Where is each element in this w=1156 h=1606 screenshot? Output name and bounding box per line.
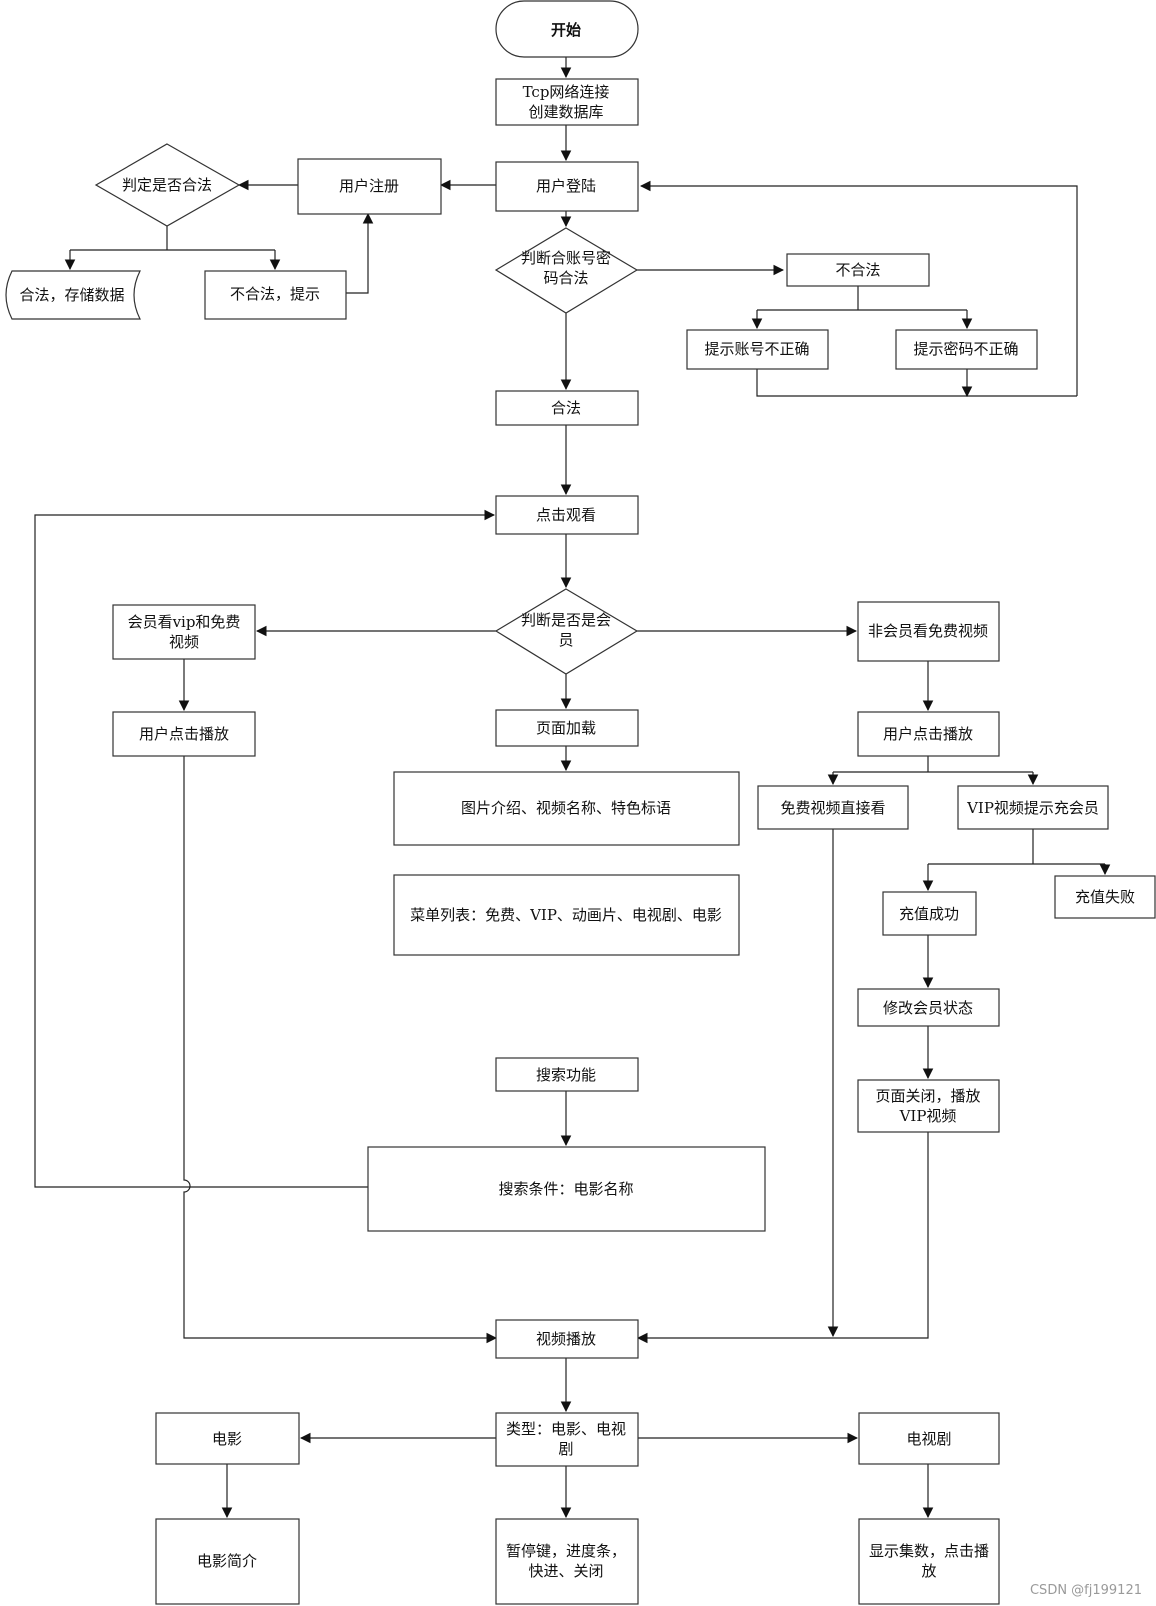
- node-click-watch-label: 点击观看: [536, 506, 596, 524]
- node-member-view-label-2: 视频: [169, 633, 199, 651]
- node-member-play: 用户点击播放: [112, 711, 256, 757]
- node-controls-label-2: 快进、关闭: [528, 1562, 603, 1580]
- node-vip-prompt: VIP视频提示充会员: [957, 785, 1109, 830]
- node-recharge-ok: 充值成功: [882, 891, 977, 936]
- node-movie-intro-label: 电影简介: [197, 1552, 257, 1570]
- node-movie-label: 电影: [212, 1430, 242, 1448]
- node-type-label-1: 类型：电影、电视: [506, 1420, 626, 1438]
- node-legal-label: 合法: [551, 399, 581, 417]
- node-search-label: 搜索功能: [536, 1066, 596, 1084]
- node-tv-episodes-label-2: 放: [921, 1562, 936, 1580]
- node-legal-store: 合法，存储数据: [5, 270, 141, 320]
- edges: [34, 57, 1111, 1519]
- node-page-load-label: 页面加载: [536, 719, 596, 737]
- node-page-info-label: 图片介绍、视频名称、特色标语: [461, 799, 671, 817]
- edge-searchcond-click: [34, 509, 496, 1188]
- node-member-view-label-1: 会员看vip和免费: [128, 613, 241, 631]
- node-nonmember-view: 非会员看免费视频: [857, 601, 1000, 662]
- node-tcp: Tcp网络连接 创建数据库: [495, 78, 639, 126]
- node-nonmember-play-label: 用户点击播放: [883, 725, 973, 743]
- node-tv-episodes: 显示集数，点击播 放: [858, 1518, 1000, 1605]
- node-click-watch: 点击观看: [495, 495, 639, 535]
- node-controls-label-1: 暂停键，进度条，: [506, 1542, 626, 1560]
- node-type-label-2: 剧: [558, 1440, 573, 1458]
- node-recharge-ok-label: 充值成功: [899, 905, 959, 923]
- node-illegal-label: 不合法: [835, 261, 880, 279]
- node-page-load: 页面加载: [495, 709, 639, 747]
- node-member-play-label: 用户点击播放: [139, 725, 229, 743]
- node-controls: 暂停键，进度条， 快进、关闭: [495, 1518, 639, 1605]
- node-menu-list-label: 菜单列表：免费、VIP、动画片、电视剧、电影: [410, 906, 722, 924]
- node-close-play: 页面关闭，播放 VIP视频: [857, 1079, 1000, 1133]
- nodes: 开始 Tcp网络连接 创建数据库 用户登陆 用户注册 判定是否合法 合法，存储数…: [5, 0, 1156, 1605]
- node-recharge-fail: 充值失败: [1054, 875, 1156, 919]
- node-video-play: 视频播放: [495, 1319, 639, 1359]
- node-login: 用户登陆: [495, 161, 639, 212]
- edge-account-bottom: [756, 369, 1077, 397]
- node-search-cond: 搜索条件：电影名称: [367, 1146, 766, 1232]
- edge-tip-register: [346, 212, 374, 294]
- node-account-wrong: 提示账号不正确: [686, 329, 829, 370]
- node-modify-status-label: 修改会员状态: [883, 999, 973, 1017]
- node-recharge-fail-label: 充值失败: [1075, 888, 1135, 906]
- node-menu-list: 菜单列表：免费、VIP、动画片、电视剧、电影: [393, 874, 740, 956]
- node-start-label: 开始: [551, 21, 581, 39]
- node-modify-status: 修改会员状态: [857, 988, 1000, 1027]
- node-vip-prompt-label: VIP视频提示充会员: [966, 799, 1099, 817]
- node-search-cond-label: 搜索条件：电影名称: [498, 1180, 633, 1198]
- node-legal-store-label: 合法，存储数据: [19, 286, 124, 304]
- edge-loop-login: [639, 180, 1078, 396]
- node-tv-label: 电视剧: [906, 1430, 951, 1448]
- node-judge-account-label-1: 判断合账号密: [521, 249, 611, 267]
- node-password-wrong: 提示密码不正确: [895, 329, 1038, 370]
- node-video-play-label: 视频播放: [536, 1330, 596, 1348]
- node-start: 开始: [495, 0, 639, 58]
- node-free-watch-label: 免费视频直接看: [780, 799, 885, 817]
- node-illegal-tip-label: 不合法，提示: [230, 285, 320, 303]
- node-password-wrong-label: 提示密码不正确: [913, 340, 1018, 358]
- node-login-label: 用户登陆: [536, 177, 596, 195]
- node-judge-legal: 判定是否合法: [94, 143, 241, 227]
- node-illegal: 不合法: [786, 253, 930, 287]
- node-page-info: 图片介绍、视频名称、特色标语: [393, 771, 740, 846]
- node-judge-member-label-1: 判断是否是会: [521, 611, 611, 629]
- node-illegal-tip: 不合法，提示: [204, 270, 347, 320]
- node-free-watch: 免费视频直接看: [757, 785, 909, 830]
- node-tv: 电视剧: [858, 1412, 1000, 1465]
- node-judge-account: 判断合账号密 码合法: [494, 227, 639, 314]
- node-nonmember-view-label: 非会员看免费视频: [868, 622, 988, 640]
- node-tcp-label-1: Tcp网络连接: [523, 83, 610, 101]
- node-close-play-label-1: 页面关闭，播放: [875, 1087, 980, 1105]
- node-account-wrong-label: 提示账号不正确: [704, 340, 809, 358]
- node-tcp-label-2: 创建数据库: [528, 103, 603, 121]
- node-register-label: 用户注册: [339, 177, 399, 195]
- node-movie-intro: 电影简介: [155, 1518, 300, 1605]
- node-nonmember-play: 用户点击播放: [857, 711, 1000, 757]
- node-judge-member-label-2: 员: [558, 631, 573, 649]
- node-type: 类型：电影、电视 剧: [495, 1412, 639, 1467]
- node-legal: 合法: [495, 390, 639, 426]
- node-search: 搜索功能: [495, 1057, 639, 1092]
- node-close-play-label-2: VIP视频: [899, 1107, 957, 1125]
- node-member-view: 会员看vip和免费 视频: [112, 604, 256, 660]
- node-movie: 电影: [155, 1412, 300, 1465]
- node-judge-member: 判断是否是会 员: [494, 588, 639, 675]
- edge-close-video: [636, 1132, 929, 1344]
- watermark: CSDN @fj199121: [1029, 1583, 1142, 1598]
- node-judge-account-label-2: 码合法: [543, 269, 588, 287]
- node-judge-legal-label: 判定是否合法: [122, 176, 212, 194]
- node-register: 用户注册: [297, 158, 442, 215]
- node-tv-episodes-label-1: 显示集数，点击播: [869, 1542, 989, 1560]
